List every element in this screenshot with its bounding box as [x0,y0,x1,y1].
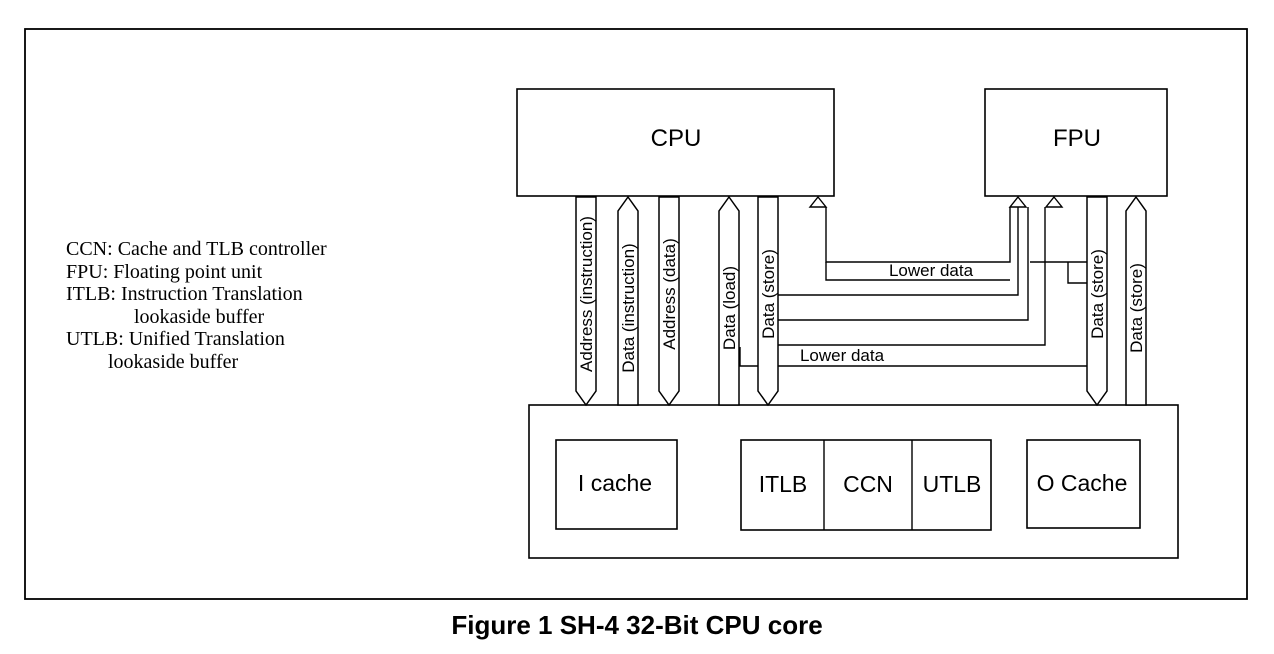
o-cache-block [1026,439,1141,529]
figure-frame [24,28,1248,600]
bus-arrow-2 [617,195,639,406]
lower-data-label-lower: Lower data [800,346,885,365]
link-arrowhead-1 [1008,195,1028,208]
store-link-fpu-b [778,207,1029,321]
bus-arrow-7 [1125,195,1147,406]
link-arrowhead-2 [1044,195,1064,208]
legend: CCN: Cache and TLB controller FPU: Float… [66,238,327,373]
o-cache-label: O Cache [1037,470,1128,496]
ccn-label: CCN [843,471,893,497]
legend-item-itlb: ITLB: Instruction Translation [66,283,303,305]
bus-arrow-1 [575,196,597,407]
lower-data-link-upper-top [825,207,1011,263]
bus-label-5: Data (store) [759,249,778,339]
bus-arrow-5 [757,196,779,407]
fpu-block [984,88,1168,197]
legend-item-utlb-cont: lookaside buffer [108,350,239,373]
bus-label-7: Data (store) [1127,263,1146,353]
i-cache-label: I cache [578,470,652,496]
bus-label-1: Address (instruction) [577,216,596,372]
bus-arrow-4 [718,195,740,406]
i-cache-block [555,439,678,530]
bus-arrows: Address (instruction) Data (instruction) A… [575,195,1147,407]
tlb-ccn-block [740,439,992,531]
cpu-block [516,88,835,197]
bus-label-3: Address (data) [660,238,679,350]
bus-label-2: Data (instruction) [619,243,638,372]
fpu-label: FPU [1053,125,1101,152]
link-arrowhead-3 [808,195,828,208]
lower-data-link-lower [739,347,1087,367]
fpu-cross-link-b [1067,262,1087,284]
lower-data-label-upper: Lower data [889,261,974,280]
store-link-fpu-c [778,207,1046,346]
lower-data-link-upper-bottom [825,262,1010,281]
legend-item-itlb-cont: lookaside buffer [134,305,265,328]
bus-arrow-3 [658,196,680,407]
legend-item-ccn: CCN: Cache and TLB controller [66,238,327,260]
bus-label-4: Data (load) [720,266,739,350]
legend-item-utlb: UTLB: Unified Translation [66,328,285,350]
bus-arrow-6 [1086,196,1108,407]
figure-caption: Figure 1 SH-4 32-Bit CPU core [451,610,823,640]
utlb-label: UTLB [923,471,982,497]
store-link-fpu-a [778,207,1019,296]
bus-label-6: Data (store) [1088,249,1107,339]
itlb-label: ITLB [759,471,808,497]
legend-item-fpu: FPU: Floating point unit [66,260,263,283]
cpu-label: CPU [651,125,702,152]
